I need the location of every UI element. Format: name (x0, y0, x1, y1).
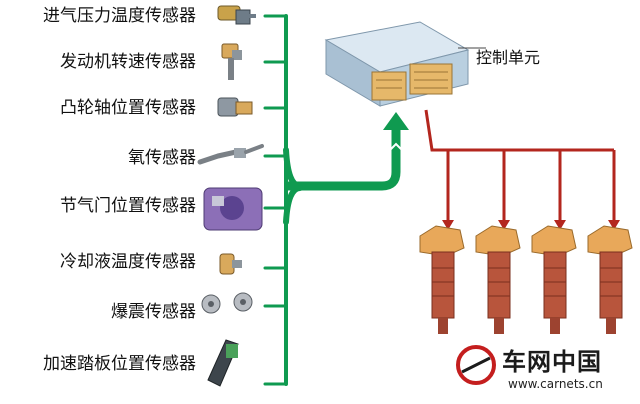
ignition-coil-icon (531, 225, 577, 334)
arrow-chevron (388, 142, 404, 152)
sensor-label-engine-speed: 发动机转速传感器 (60, 52, 196, 72)
output-bus (424, 109, 616, 222)
control-unit-label: 控制单元 (476, 48, 541, 67)
engine-speed-sensor-icon (221, 43, 242, 80)
input-arrow-head (383, 112, 409, 130)
sensor-label-throttle-position: 节气门位置传感器 (60, 196, 196, 216)
input-bus (263, 14, 401, 386)
sensor-label-knock: 爆震传感器 (111, 302, 196, 322)
ignition-coil-icon (475, 225, 521, 334)
oxygen-sensor-icon (197, 144, 264, 165)
sensor-label-intake-pressure-temp: 进气压力温度传感器 (43, 6, 196, 26)
intake-pressure-temp-sensor-icon (217, 5, 256, 25)
camshaft-position-sensor-icon (217, 97, 253, 117)
ignition-coil-icon (587, 225, 633, 334)
carnets-logo-icon (456, 345, 496, 385)
control-unit-icon (324, 21, 470, 107)
coolant-temp-sensor-icon (219, 253, 242, 275)
ignition-coil-icon (419, 225, 465, 334)
throttle-position-sensor-icon (203, 187, 263, 231)
sensor-label-oxygen: 氧传感器 (128, 148, 196, 168)
sensor-label-coolant-temp: 冷却液温度传感器 (60, 252, 196, 272)
knock-sensor-icon (201, 292, 253, 314)
output-arrow-heads (442, 220, 620, 230)
sensor-label-accelerator-pedal: 加速踏板位置传感器 (43, 354, 196, 374)
sensor-label-camshaft-position: 凸轮轴位置传感器 (60, 98, 196, 118)
watermark-url: www.carnets.cn (508, 377, 603, 391)
watermark-name: 车网中国 (502, 348, 602, 376)
accelerator-pedal-sensor-icon (207, 339, 239, 387)
